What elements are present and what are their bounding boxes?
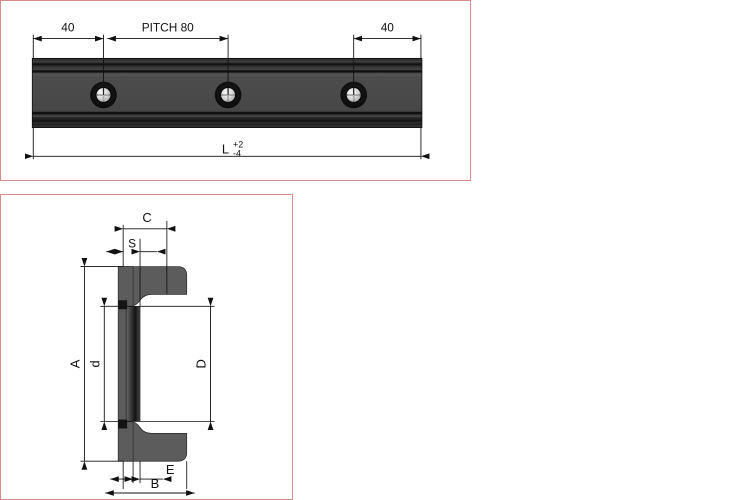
- dim-label-d: d: [87, 360, 102, 367]
- dim-label-C: C: [142, 210, 151, 225]
- dim-end-margin-left: 40: [33, 21, 104, 42]
- top-view-drawing: 40 PITCH 80 40 L +2 -4: [24, 21, 430, 160]
- dim-A: A: [67, 258, 88, 470]
- dim-label-S: S: [128, 237, 136, 251]
- dim-label-D: D: [194, 359, 209, 368]
- inner-groove: [125, 305, 141, 422]
- dim-end-margin-right: 40: [353, 21, 421, 42]
- upper-notch: [118, 300, 128, 310]
- dim-label-40-right: 40: [381, 21, 395, 35]
- dim-label-L: L: [222, 141, 229, 156]
- cross-section-drawing: C S A d D E: [67, 210, 215, 496]
- dim-d: d: [87, 297, 108, 431]
- top-view-panel: 40 PITCH 80 40 L +2 -4: [0, 0, 471, 181]
- dim-label-E: E: [166, 462, 175, 477]
- dim-label-40-left: 40: [61, 21, 75, 35]
- dim-label-L-tol-lower: -4: [233, 148, 241, 158]
- dim-label-A: A: [67, 359, 82, 368]
- lower-flange: [123, 421, 188, 462]
- dim-hole-pitch: PITCH 80: [107, 21, 229, 42]
- dim-overall-length: L +2 -4: [24, 139, 430, 160]
- lower-notch: [118, 419, 128, 429]
- dim-D: D: [194, 297, 214, 431]
- dim-label-B: B: [151, 476, 160, 491]
- upper-flange: [123, 266, 188, 307]
- dim-label-L-tol-upper: +2: [233, 139, 243, 149]
- dim-C: C: [114, 210, 176, 232]
- dim-B: B: [105, 476, 195, 496]
- dim-E: E: [110, 462, 175, 482]
- rail-profile-section: [117, 266, 188, 462]
- cross-section-panel: C S A d D E: [0, 194, 293, 500]
- dim-S: S: [106, 237, 166, 255]
- dim-label-pitch: PITCH 80: [142, 21, 194, 35]
